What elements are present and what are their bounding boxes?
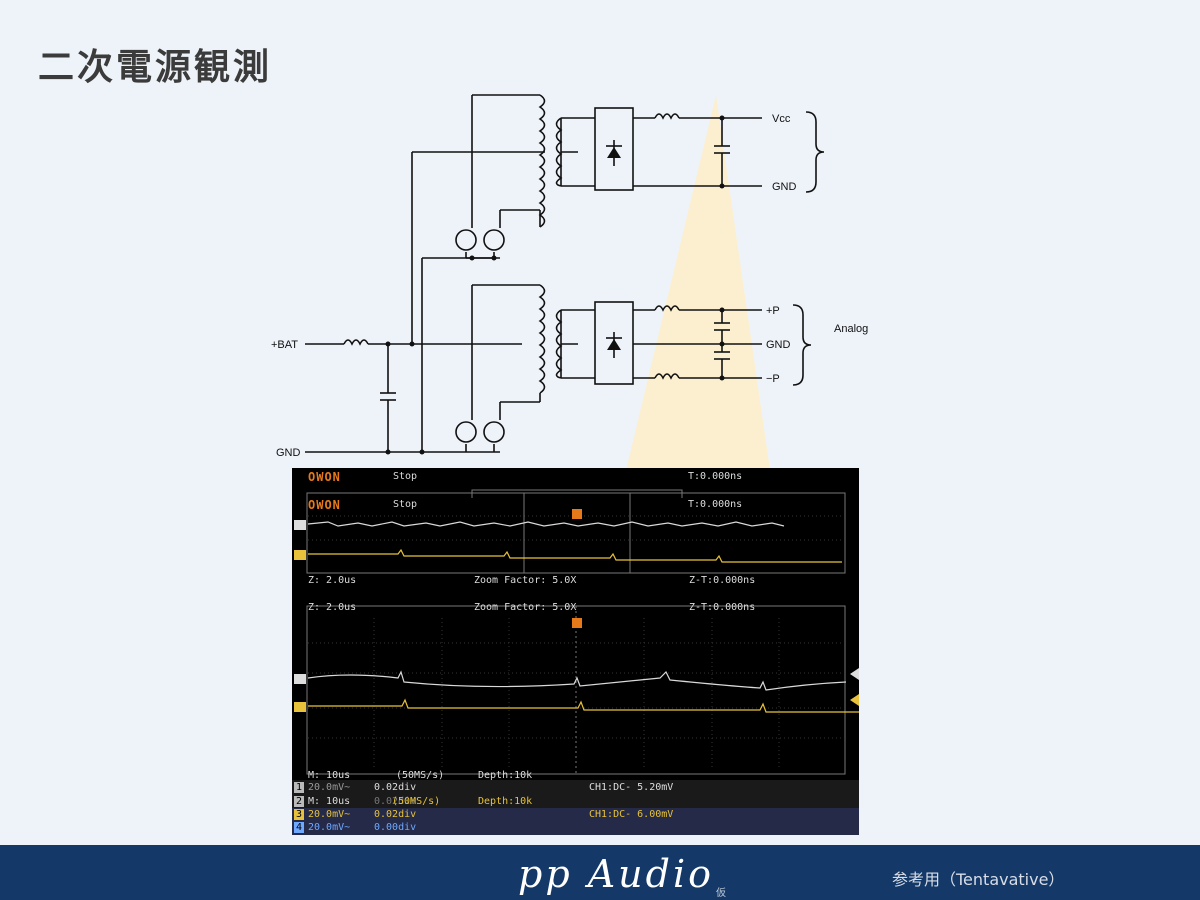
label-gnd-mid: GND [766,339,791,351]
scope-grid [292,489,859,835]
trace-ch2-zoom [308,698,859,713]
ch2-div-ghost: 0.02div [374,796,417,807]
timebase-2: M: 10us [308,796,351,807]
trace-ch1-top [307,521,785,527]
ch4-number: 4 [294,822,305,833]
label-minus-p: −P [766,373,780,385]
tentative-note: 参考用（Tentavative） [892,870,1065,889]
trigger-b: CH1:DC- 6.00mV [589,809,674,820]
memory-depth-2: Depth:10k [478,796,533,807]
scope-status-2: Stop [393,499,418,510]
zoom-factor-2: Zoom Factor: 5.0X [474,602,577,613]
ch2-scale: 20.0mV~ [308,809,351,820]
sample-rate: (50MS/s) [396,770,445,781]
ch4-scale: 20.0mV~ [308,822,351,833]
page-title: 二次電源観測 [38,47,273,88]
zoom-left-2: Z: 2.0us [308,602,357,613]
ch4-div: 0.00div [374,822,417,833]
label-gnd-main: GND [276,447,301,459]
scope-brand-2: OWON [308,498,341,512]
ch1-number: 1 [294,782,305,793]
sample-rate-2: (50MS/s) [392,796,441,807]
power-supply-schematic: +BAT GND Vcc GND +P GND −P Analog [271,94,868,470]
brand-logo: pp Audio [518,852,715,896]
trace-ch1-zoom [307,670,847,691]
zoom-factor: Zoom Factor: 5.0X [474,575,577,586]
timebase: M: 10us [308,770,351,781]
label-vcc: Vcc [772,113,791,125]
scope-trigger-time-2: T:0.000ns [688,499,743,510]
label-gnd-top: GND [772,181,797,193]
zoom-left: Z: 2.0us [308,575,357,586]
oscilloscope-screen: OWON Stop T:0.000ns OWON Stop T:0.000ns … [292,468,859,835]
ch1-div: 0.02div [374,782,417,793]
scope-brand: OWON [308,470,341,484]
ch2-number: 2 [294,796,305,807]
trigger-a: CH1:DC- 5.20mV [589,782,674,793]
footer-bar [0,845,1200,900]
scope-status: Stop [393,471,418,482]
memory-depth: Depth:10k [478,770,533,781]
ch1-scale: 20.0mV~ [308,782,351,793]
ch3-number: 3 [294,809,305,820]
trace-ch2-top [308,548,842,563]
label-bat: +BAT [271,339,298,351]
scope-trigger-time: T:0.000ns [688,471,743,482]
brand-subtext: 仮 [716,888,726,899]
zoom-time-2: Z-T:0.000ns [689,602,756,613]
label-analog: Analog [834,323,868,335]
ch2-div: 0.02div [374,809,417,820]
zoom-time: Z-T:0.000ns [689,575,756,586]
spotlight-beam [626,95,770,470]
label-plus-p: +P [766,305,780,317]
